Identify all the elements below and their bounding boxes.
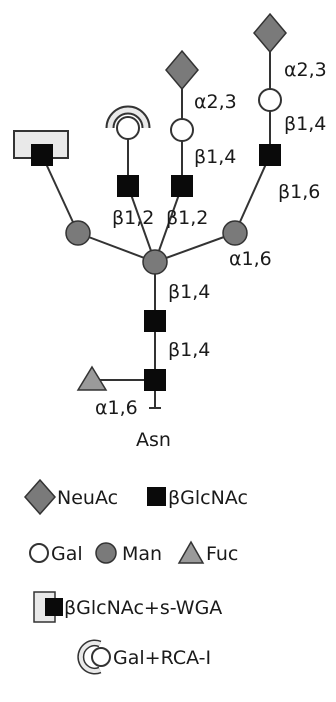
- legend-neuac-label: NeuAc: [57, 487, 118, 509]
- diamond-icon: [23, 478, 57, 516]
- glcnac-node: [144, 310, 166, 332]
- neuac-node: [253, 12, 287, 54]
- linkage-label: β1,2: [112, 207, 154, 229]
- legend-fuc-label: Fuc: [206, 543, 238, 565]
- triangle-icon: [177, 540, 205, 564]
- linkage-label: β1,4: [168, 281, 210, 303]
- linkage-label: β1,4: [194, 146, 236, 168]
- glycan-nodes: [31, 12, 287, 391]
- linkage-labels: α2,3 α2,3 β1,4 β1,4 β1,6 β1,2 β1,2 α1,6 …: [95, 59, 327, 451]
- arc-circle-icon: [77, 639, 111, 675]
- bracketed-square-icon: [33, 591, 63, 623]
- linkage-label: α1,6: [229, 248, 272, 270]
- glcnac-node: [171, 175, 193, 197]
- glcnac-node: [144, 369, 166, 391]
- linkage-label: α2,3: [194, 91, 237, 113]
- legend-swga-label: βGlcNAc+s-WGA: [64, 597, 222, 619]
- legend-man-label: Man: [122, 543, 162, 565]
- legend-gal-label: Gal: [51, 543, 83, 565]
- neuac-node: [165, 49, 199, 91]
- linkage-label: β1,4: [168, 339, 210, 361]
- linkage-label: β1,4: [284, 113, 326, 135]
- glcnac-node: [31, 144, 53, 166]
- square-icon: [147, 487, 166, 506]
- legend: NeuAc βGlcNAc Gal Man Fuc βGlcNAc+s-WGA …: [23, 478, 248, 675]
- glcnac-node: [117, 175, 139, 197]
- man-node: [142, 249, 168, 275]
- asn-label: Asn: [136, 429, 171, 451]
- gal-node: [116, 116, 140, 140]
- circle-open-icon: [29, 543, 49, 563]
- man-node: [222, 220, 248, 246]
- linkage-label: β1,6: [278, 181, 320, 203]
- legend-rca-label: Gal+RCA-I: [113, 647, 211, 669]
- linkage-label: α1,6: [95, 397, 138, 419]
- glcnac-node: [259, 144, 281, 166]
- gal-node: [170, 118, 194, 142]
- man-node: [65, 220, 91, 246]
- gal-node: [258, 88, 282, 112]
- linkage-label: α2,3: [284, 59, 327, 81]
- linkage-label: β1,2: [166, 207, 208, 229]
- circle-filled-icon: [95, 542, 117, 564]
- fuc-node: [76, 365, 108, 391]
- rca-i-arc-fill: [107, 107, 149, 129]
- legend-glcnac-label: βGlcNAc: [168, 487, 248, 509]
